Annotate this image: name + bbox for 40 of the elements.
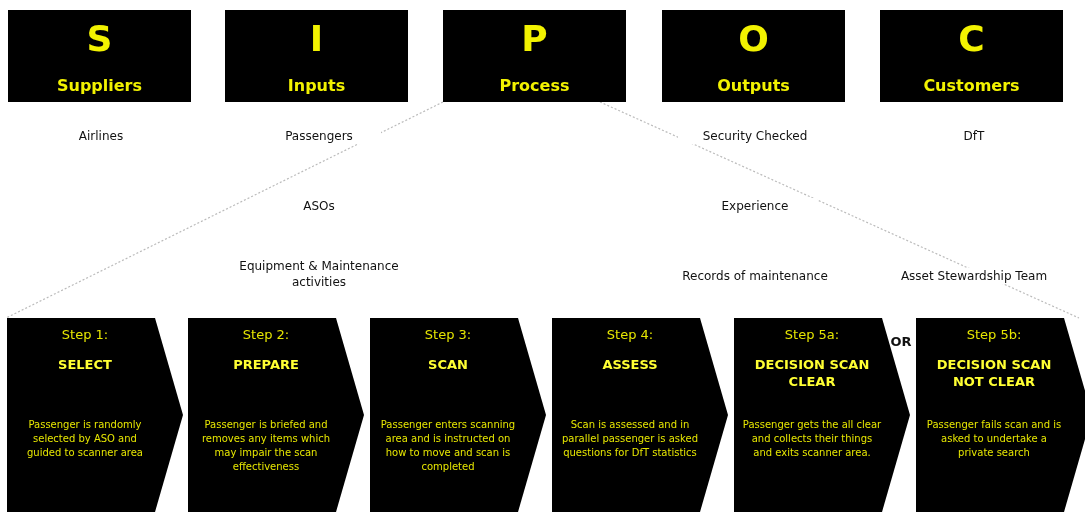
header-title: Suppliers bbox=[55, 76, 144, 96]
step-description: Scan is assessed and in parallel passenger is asked questions for DfT statistics bbox=[561, 418, 699, 460]
step-number: Step 1: bbox=[60, 326, 110, 343]
step-panel bbox=[7, 318, 183, 512]
step-panel bbox=[552, 318, 728, 512]
step-number: Step 3: bbox=[423, 326, 473, 343]
header-letter: S bbox=[85, 18, 114, 60]
step-description: Passenger is randomly selected by ASO and guided to scanner area bbox=[26, 418, 144, 460]
step-title: DECISION SCAN NOT CLEAR bbox=[935, 356, 1053, 390]
step-description: Passenger is briefed and removes any items which may impair the scan effectiveness bbox=[200, 418, 331, 474]
step-title: SELECT bbox=[57, 356, 113, 373]
step-description: Passenger enters scanning area and is instructed on how to move and scan is completed bbox=[379, 418, 517, 474]
header-title: Inputs bbox=[286, 76, 347, 96]
header-letter: I bbox=[308, 18, 325, 60]
header-letter: O bbox=[737, 18, 770, 60]
header-letter: P bbox=[520, 18, 549, 60]
or-label: OR bbox=[889, 334, 913, 350]
header-letter: C bbox=[957, 18, 986, 60]
step-title: PREPARE bbox=[232, 356, 300, 373]
header-title: Process bbox=[498, 76, 571, 96]
step-panel bbox=[916, 318, 1085, 512]
step-description: Passenger fails scan and is asked to undertake a private search bbox=[925, 418, 1063, 460]
step-panel bbox=[734, 318, 910, 512]
step-panel bbox=[370, 318, 546, 512]
header-box bbox=[662, 10, 845, 102]
header-box bbox=[443, 10, 626, 102]
step-title: SCAN bbox=[427, 356, 469, 373]
header-box bbox=[880, 10, 1063, 102]
step-title: DECISION SCAN CLEAR bbox=[753, 356, 871, 390]
header-title: Customers bbox=[922, 76, 1021, 96]
step-number: Step 5b: bbox=[965, 326, 1023, 343]
header-box bbox=[8, 10, 191, 102]
step-number: Step 4: bbox=[605, 326, 655, 343]
step-number: Step 2: bbox=[241, 326, 291, 343]
step-title: ASSESS bbox=[601, 356, 659, 373]
header-title: Outputs bbox=[716, 76, 791, 96]
header-box bbox=[225, 10, 408, 102]
step-number: Step 5a: bbox=[783, 326, 841, 343]
step-description: Passenger gets the all clear and collects their things and exits scanner area. bbox=[742, 418, 882, 460]
step-panel bbox=[188, 318, 364, 512]
